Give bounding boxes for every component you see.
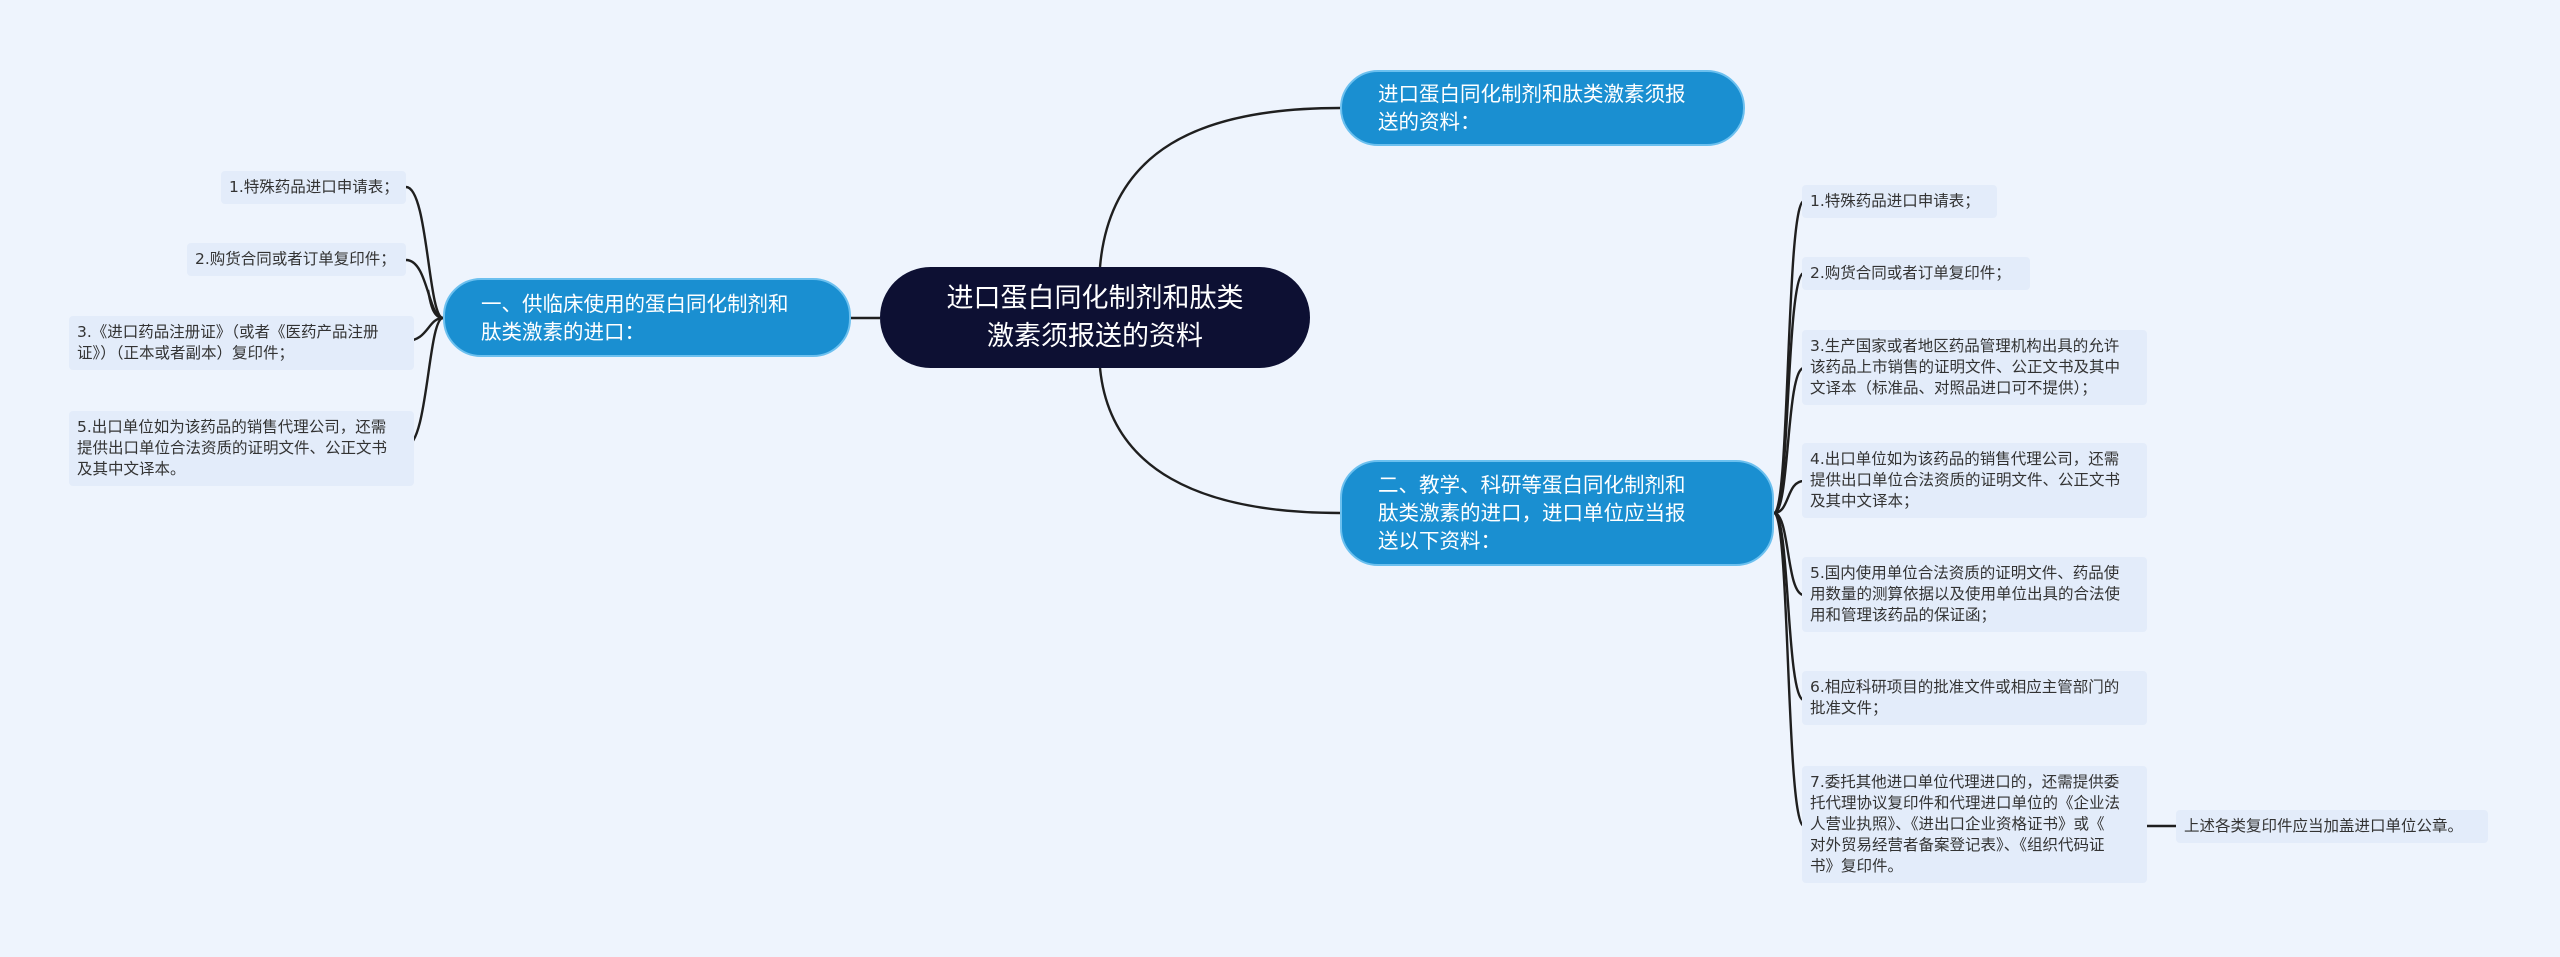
root-title-line: 激素须报送的资料 bbox=[987, 320, 1203, 352]
item-text-line: 7.委托其他进口单位代理进口的，还需提供委 bbox=[1810, 773, 2120, 791]
item-text-line: 托代理协议复印件和代理进口单位的《企业法 bbox=[1810, 794, 2121, 812]
branch-label-line: 送以下资料： bbox=[1378, 529, 1501, 553]
item-text-line: 1.特殊药品进口申请表； bbox=[229, 178, 399, 196]
item-text-line: 批准文件； bbox=[1810, 699, 1888, 717]
item-text-line: 提供出口单位合法资质的证明文件、公正文书 bbox=[1810, 471, 2121, 489]
right-item-5[interactable]: 5.国内使用单位合法资质的证明文件、药品使 用数量的测算依据以及使用单位出具的合… bbox=[1802, 557, 2147, 632]
item-text-line: 用和管理该药品的保证函； bbox=[1810, 606, 1997, 624]
right-item-6[interactable]: 6.相应科研项目的批准文件或相应主管部门的 批准文件； bbox=[1802, 671, 2147, 725]
item-text-line: 3.《进口药品注册证》（或者《医药产品注册 bbox=[77, 323, 379, 341]
item-text-line: 5.国内使用单位合法资质的证明文件、药品使 bbox=[1810, 564, 2120, 582]
item-text-line: 2.购货合同或者订单复印件； bbox=[195, 250, 396, 268]
item-text-line: 人营业执照》、《进出口企业资格证书》或《 bbox=[1810, 815, 2105, 833]
connector-right-branch-to-item-7 bbox=[1772, 511, 1806, 828]
note-text-line: 上述各类复印件应当加盖进口单位公章。 bbox=[2184, 817, 2464, 835]
item-text-line: 书》复印件。 bbox=[1810, 857, 1904, 875]
item-text-line: 3.生产国家或者地区药品管理机构出具的允许 bbox=[1810, 337, 2120, 355]
root-node[interactable]: 进口蛋白同化制剂和肽类 激素须报送的资料 bbox=[880, 267, 1310, 368]
left-item-5[interactable]: 5.出口单位如为该药品的销售代理公司，还需 提供出口单位合法资质的证明文件、公正… bbox=[69, 411, 414, 486]
branch-label-line: 肽类激素的进口： bbox=[481, 319, 645, 344]
right-item-1[interactable]: 1.特殊药品进口申请表； bbox=[1802, 185, 1997, 218]
connector-right-branch-to-item-2 bbox=[1772, 271, 1806, 515]
left-item-1[interactable]: 1.特殊药品进口申请表； bbox=[221, 171, 406, 204]
branch-required-materials[interactable]: 进口蛋白同化制剂和肽类激素须报 送的资料： bbox=[1340, 70, 1745, 146]
item-text-line: 用数量的测算依据以及使用单位出具的合法使 bbox=[1810, 585, 2121, 603]
connector-left-branch-to-item-2 bbox=[405, 258, 444, 320]
item-text-line: 1.特殊药品进口申请表； bbox=[1810, 192, 1980, 210]
right-item-4[interactable]: 4.出口单位如为该药品的销售代理公司，还需 提供出口单位合法资质的证明文件、公正… bbox=[1802, 443, 2147, 518]
connector-right-branch-to-item-4 bbox=[1773, 479, 1805, 515]
branch-label-line: 二、教学、科研等蛋白同化制剂和 bbox=[1378, 473, 1686, 497]
item-text-line: 及其中文译本。 bbox=[77, 460, 186, 478]
item-text-line: 该药品上市销售的证明文件、公正文书及其中 bbox=[1810, 358, 2121, 376]
right-item-7-note[interactable]: 上述各类复印件应当加盖进口单位公章。 bbox=[2176, 810, 2488, 843]
item-text-line: 对外贸易经营者备案登记表》、《组织代码证 bbox=[1810, 836, 2105, 854]
right-item-7[interactable]: 7.委托其他进口单位代理进口的，还需提供委 托代理协议复印件和代理进口单位的《企… bbox=[1802, 766, 2147, 883]
connector-right-branch-to-item-3 bbox=[1773, 366, 1805, 515]
branch-research-import[interactable]: 二、教学、科研等蛋白同化制剂和 肽类激素的进口，进口单位应当报 送以下资料： bbox=[1340, 460, 1774, 566]
root-title-line: 进口蛋白同化制剂和肽类 bbox=[946, 282, 1244, 314]
connector-left-branch-to-item-1 bbox=[405, 185, 444, 320]
connector-root-to-right-branch bbox=[1098, 367, 1341, 515]
branch-label-line: 送的资料： bbox=[1378, 110, 1481, 134]
item-text-line: 4.出口单位如为该药品的销售代理公司，还需 bbox=[1810, 450, 2120, 468]
item-text-line: 2.购货合同或者订单复印件； bbox=[1810, 264, 2011, 282]
connector-root-to-top-branch bbox=[1098, 106, 1341, 268]
right-item-2[interactable]: 2.购货合同或者订单复印件； bbox=[1802, 257, 2030, 290]
branch-label-line: 一、供临床使用的蛋白同化制剂和 bbox=[481, 291, 789, 316]
left-item-2[interactable]: 2.购货合同或者订单复印件； bbox=[187, 243, 406, 276]
item-text-line: 6.相应科研项目的批准文件或相应主管部门的 bbox=[1810, 678, 2120, 696]
branch-label-line: 肽类激素的进口，进口单位应当报 bbox=[1378, 501, 1686, 525]
item-text-line: 5.出口单位如为该药品的销售代理公司，还需 bbox=[77, 418, 387, 436]
connector-right-branch-to-item-6 bbox=[1772, 511, 1805, 702]
branch-clinical-import[interactable]: 一、供临床使用的蛋白同化制剂和 肽类激素的进口： bbox=[443, 278, 851, 357]
item-text-line: 提供出口单位合法资质的证明文件、公正文书 bbox=[77, 439, 388, 457]
connector-right-branch-to-item-5 bbox=[1773, 511, 1805, 597]
item-text-line: 证》）（正本或者副本）复印件； bbox=[77, 344, 295, 362]
left-item-3[interactable]: 3.《进口药品注册证》（或者《医药产品注册 证》）（正本或者副本）复印件； bbox=[69, 316, 414, 370]
branch-label-line: 进口蛋白同化制剂和肽类激素须报 bbox=[1378, 82, 1686, 106]
connector-right-branch-to-item-1 bbox=[1772, 199, 1806, 515]
item-text-line: 文译本（标准品、对照品进口可不提供）； bbox=[1810, 379, 2097, 397]
item-text-line: 及其中文译本； bbox=[1810, 492, 1919, 510]
right-item-3[interactable]: 3.生产国家或者地区药品管理机构出具的允许 该药品上市销售的证明文件、公正文书及… bbox=[1802, 330, 2147, 405]
